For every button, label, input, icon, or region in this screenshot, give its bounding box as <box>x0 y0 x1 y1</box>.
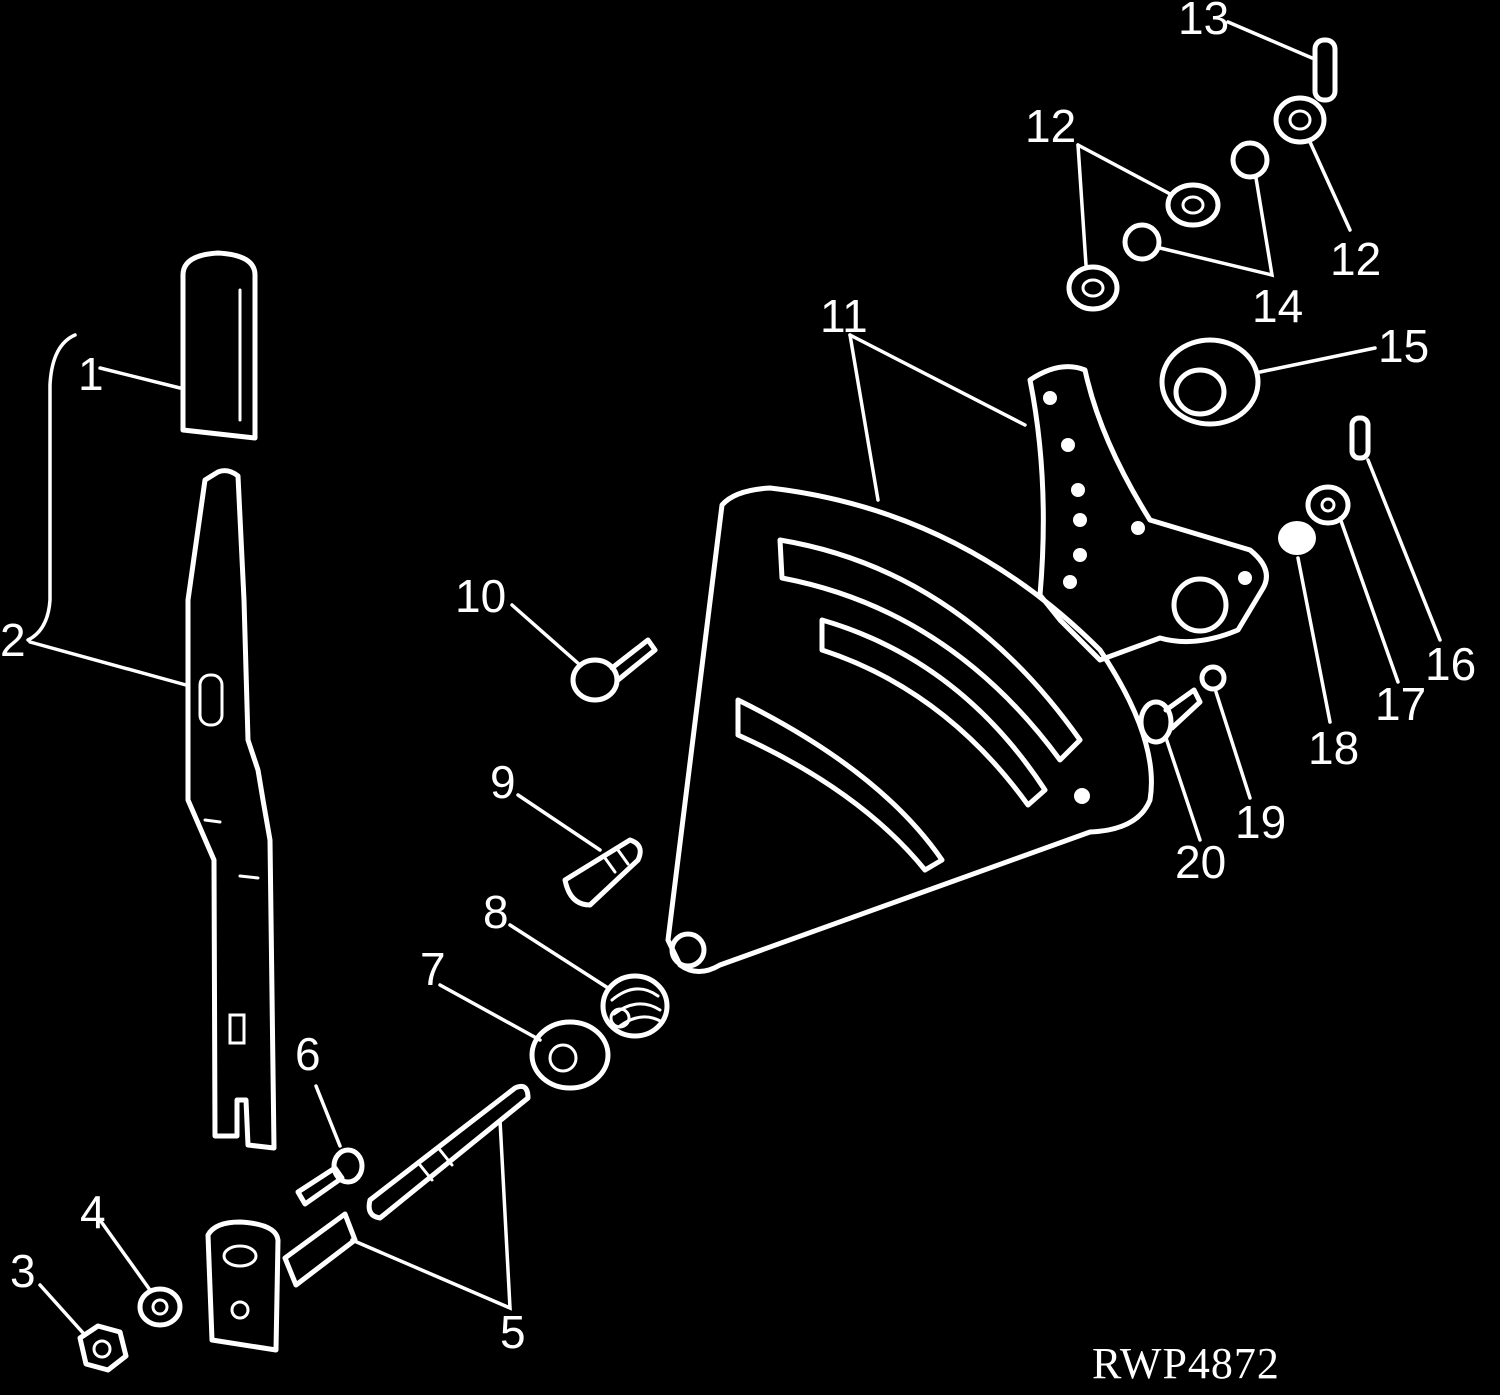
leader-4 <box>98 1218 152 1292</box>
callout-16: 16 <box>1425 638 1476 690</box>
part-4-washer <box>137 1286 183 1328</box>
leader-6 <box>314 1084 342 1148</box>
leader-20 <box>1164 736 1202 842</box>
callout-11: 11 <box>820 290 868 342</box>
callout-12a: 12 <box>1025 100 1076 152</box>
callout-4: 4 <box>80 1186 106 1238</box>
part-9-bolt <box>562 837 643 908</box>
callout-8: 8 <box>483 886 509 938</box>
leader-8 <box>508 923 610 990</box>
part-1-handle-grip <box>180 250 258 441</box>
leader-3 <box>38 1283 86 1336</box>
part-2-lever-arm <box>185 468 277 1151</box>
leader-12b <box>1076 143 1088 267</box>
leader-15 <box>1258 346 1377 374</box>
part-15-knob <box>1159 337 1261 427</box>
leader-10 <box>510 603 582 667</box>
callout-17: 17 <box>1375 678 1426 730</box>
part-17-washer <box>1305 484 1351 526</box>
leader-12a <box>1076 143 1174 197</box>
leader-11a <box>848 333 880 502</box>
callout-2: 2 <box>0 614 26 666</box>
part-19-washer <box>1199 664 1227 692</box>
part-14-nuts <box>1122 140 1270 262</box>
part-13-pin <box>1312 37 1338 103</box>
callout-7: 7 <box>420 943 446 995</box>
leader-2 <box>28 640 188 687</box>
part-11-quadrant-assembly <box>665 364 1269 974</box>
leader-18 <box>1296 556 1332 724</box>
part-10-bolt <box>570 637 658 703</box>
part-12-washers <box>1066 95 1327 312</box>
leader-5 <box>350 1118 512 1311</box>
callout-9: 9 <box>490 756 516 808</box>
callout-5: 5 <box>500 1306 526 1358</box>
callout-10: 10 <box>455 570 506 622</box>
leader-11b <box>848 333 1027 427</box>
callout-14: 14 <box>1252 280 1303 332</box>
part-5-shaft-assembly <box>205 1083 531 1353</box>
callout-6: 6 <box>295 1028 321 1080</box>
leader-17 <box>1338 516 1400 684</box>
part-2-bracket-line <box>26 333 77 642</box>
callout-1: 1 <box>78 348 104 400</box>
callout-19: 19 <box>1235 796 1286 848</box>
part-16-pin <box>1349 415 1371 461</box>
leader-13 <box>1226 20 1314 60</box>
part-8-spring <box>600 973 670 1039</box>
part-3-nut <box>77 1323 129 1373</box>
callout-15: 15 <box>1378 320 1429 372</box>
leader-9 <box>516 793 602 852</box>
callout-13: 13 <box>1178 0 1229 44</box>
callout-12b: 12 <box>1330 233 1381 285</box>
leader-19 <box>1214 690 1252 800</box>
part-7-bushing <box>529 1019 611 1091</box>
part-18-washer <box>1278 521 1316 555</box>
leader-16 <box>1366 458 1442 642</box>
leader-1 <box>98 366 182 390</box>
part-20-bolt <box>1138 687 1203 745</box>
callout-20: 20 <box>1175 836 1226 888</box>
leader-12c <box>1308 140 1352 232</box>
part-6-bolt <box>295 1147 365 1207</box>
leader-14 <box>1158 176 1275 278</box>
callout-3: 3 <box>10 1245 36 1297</box>
leader-7 <box>438 983 542 1042</box>
figure-reference: RWP4872 <box>1092 1339 1280 1388</box>
callout-18: 18 <box>1308 722 1359 774</box>
